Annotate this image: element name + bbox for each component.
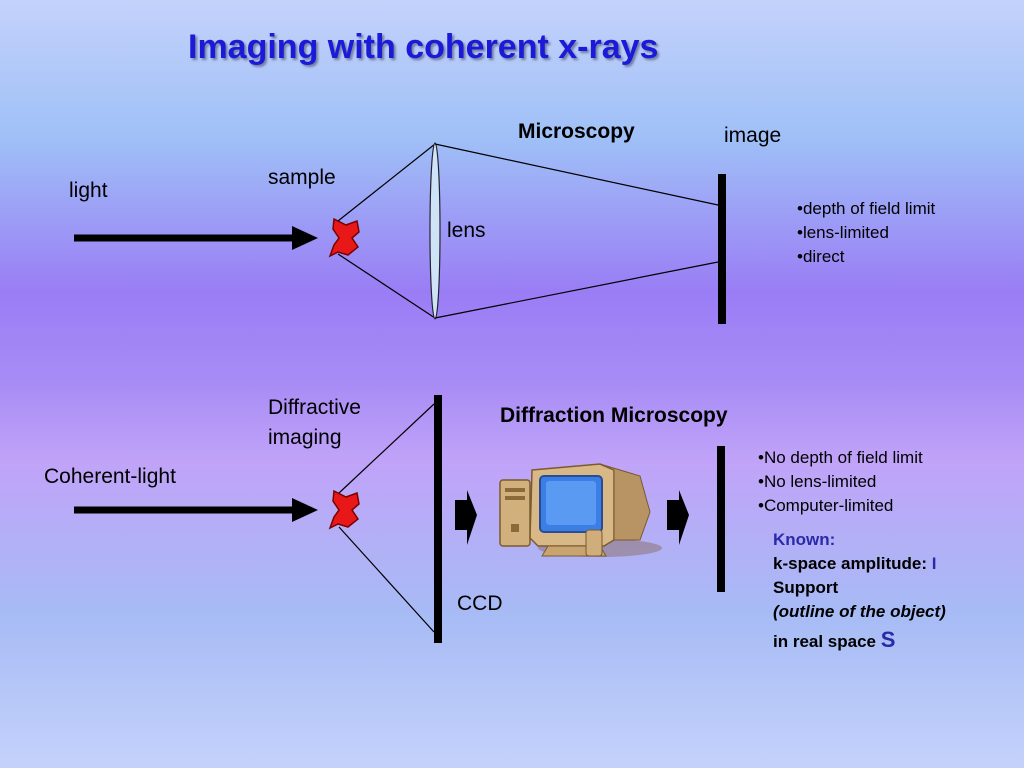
ray-line: [338, 526, 435, 633]
real-space-symbol: S: [880, 627, 896, 652]
diffractive-label-line2: imaging: [268, 426, 342, 449]
ray-line: [338, 403, 435, 494]
sample-label: sample: [268, 166, 336, 189]
bullet-item: •lens-limited: [797, 223, 889, 242]
lens-shape: [429, 142, 441, 320]
amplitude-line: k-space amplitude: I: [773, 552, 946, 576]
outline-note: (outline of the object): [773, 602, 946, 621]
coherent-light-label: Coherent-light: [44, 465, 176, 488]
microscopy-heading: Microscopy: [518, 120, 635, 143]
bullet-item: •No depth of field limit: [758, 448, 923, 467]
ray-line: [434, 261, 719, 319]
bullet-item: •No lens-limited: [758, 472, 877, 491]
diffraction-bullets: •No depth of field limit •No lens-limite…: [758, 446, 923, 518]
lens-label: lens: [447, 219, 486, 242]
diffractive-label-line1: Diffractive: [268, 396, 361, 419]
real-space-label: in real space: [773, 632, 877, 651]
light-arrow: [74, 226, 318, 250]
block-arrow-right: [667, 490, 689, 545]
block-arrow-right: [455, 490, 477, 545]
image-label: image: [724, 124, 782, 147]
bullet-item: •Computer-limited: [758, 496, 894, 515]
amplitude-symbol: I: [931, 554, 937, 573]
real-space-line: in real space S: [773, 628, 946, 654]
bullet-item: •depth of field limit: [797, 199, 936, 218]
slide-title: Imaging with coherent x-rays: [188, 28, 659, 66]
diffraction-microscopy-heading: Diffraction Microscopy: [500, 404, 728, 427]
amplitude-label: k-space amplitude:: [773, 554, 927, 573]
light-label: light: [69, 179, 108, 202]
coherent-light-arrow: [74, 498, 318, 522]
ray-line: [337, 253, 436, 319]
sample-shape-top: [328, 217, 360, 258]
ccd-label: CCD: [457, 592, 503, 615]
known-block: Known: k-space amplitude: I Support (out…: [773, 528, 946, 654]
support-label: Support: [773, 578, 839, 597]
microscopy-bullets: •depth of field limit •lens-limited •dir…: [797, 197, 935, 269]
ray-line: [337, 143, 436, 222]
bullet-item: •direct: [797, 247, 845, 266]
known-heading: Known:: [773, 530, 836, 549]
computer-icon: [499, 463, 662, 557]
ray-line: [434, 143, 719, 206]
sample-shape-bottom: [328, 489, 360, 530]
